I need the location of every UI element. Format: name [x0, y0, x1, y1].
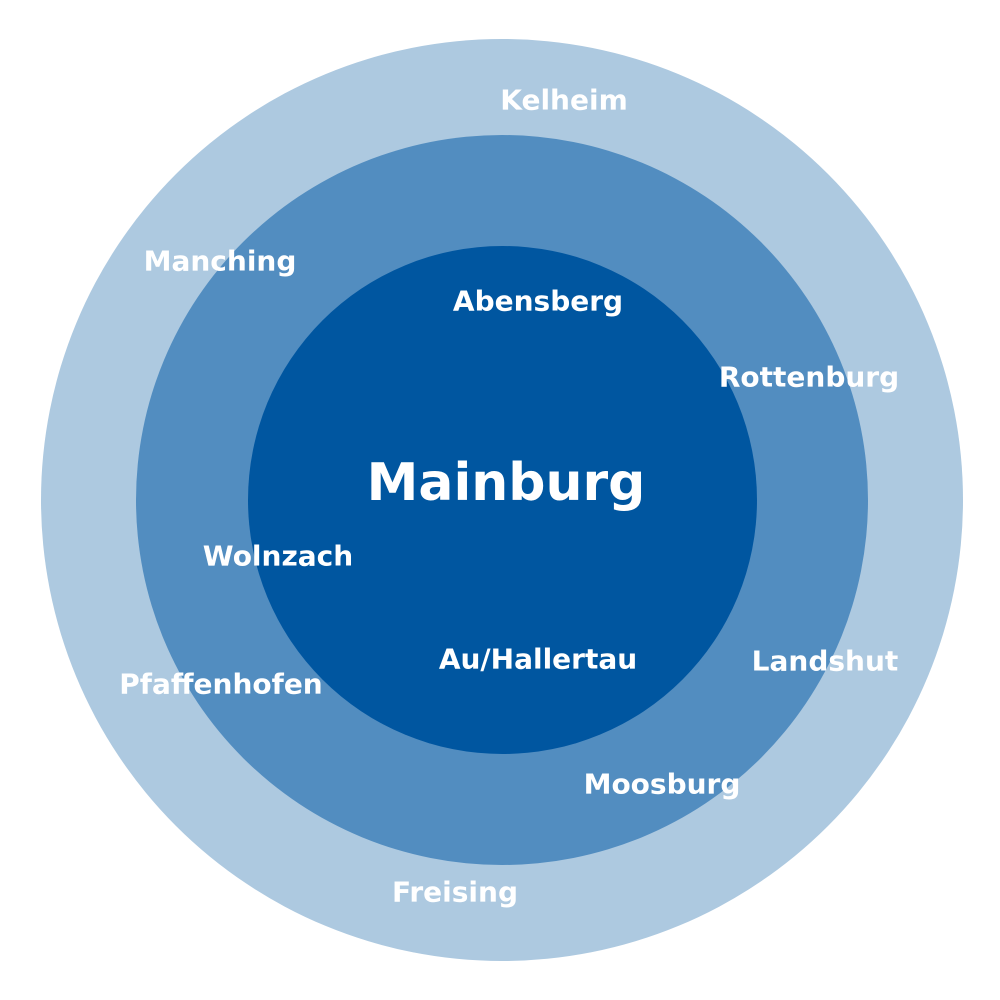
town-label: Abensberg — [452, 284, 624, 318]
town-label: Rottenburg — [718, 360, 900, 394]
town-label: Kelheim — [500, 83, 628, 117]
town-label: Manching — [143, 244, 297, 278]
inner-ring — [248, 246, 757, 754]
town-label: Freising — [392, 875, 518, 909]
town-label: Au/Hallertau — [438, 642, 638, 676]
town-label: Landshut — [751, 644, 899, 678]
town-label: Moosburg — [583, 767, 741, 801]
town-label: Pfaffenhofen — [119, 667, 323, 701]
town-label: Wolnzach — [202, 539, 354, 573]
center-label: Mainburg — [366, 453, 646, 513]
